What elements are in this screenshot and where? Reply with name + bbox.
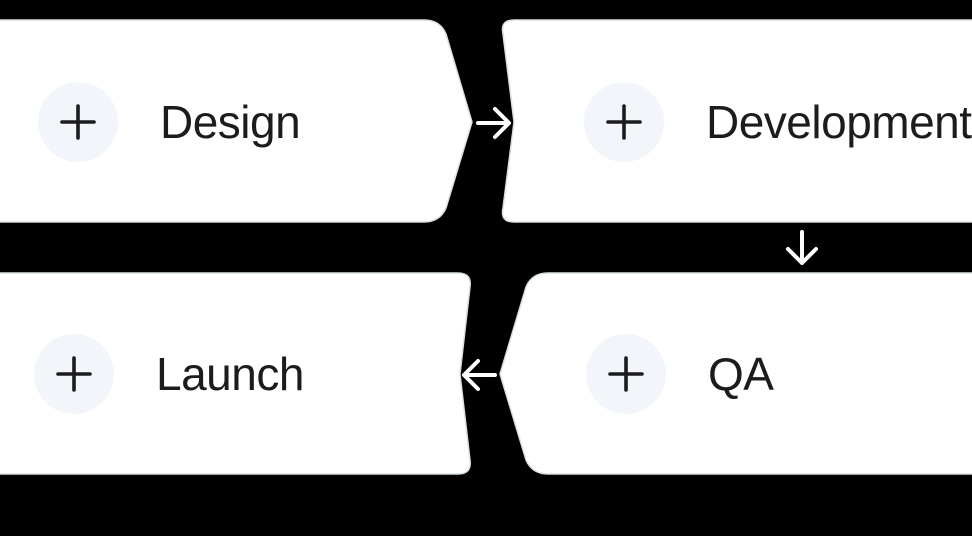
arrow-down-icon [786,230,818,265]
step-launch: Launch [34,334,304,414]
plus-icon [608,356,644,392]
step-design: Design [38,82,301,162]
step-label-development: Development [706,96,972,148]
arrow-right-icon [476,107,511,139]
plus-icon [56,356,92,392]
step-card-qa [499,272,972,475]
step-development: Development [584,82,972,162]
plus-icon [606,104,642,140]
add-design-button[interactable] [38,82,118,162]
plus-icon [60,104,96,140]
step-label-design: Design [160,96,301,148]
arrow-left-icon [462,359,497,391]
step-qa: QA [586,334,774,414]
step-label-launch: Launch [156,348,304,400]
step-card-development [501,19,972,223]
add-development-button[interactable] [584,82,664,162]
add-qa-button[interactable] [586,334,666,414]
step-card-launch [0,272,471,475]
step-card-design [0,19,473,223]
step-label-qa: QA [708,348,774,400]
add-launch-button[interactable] [34,334,114,414]
